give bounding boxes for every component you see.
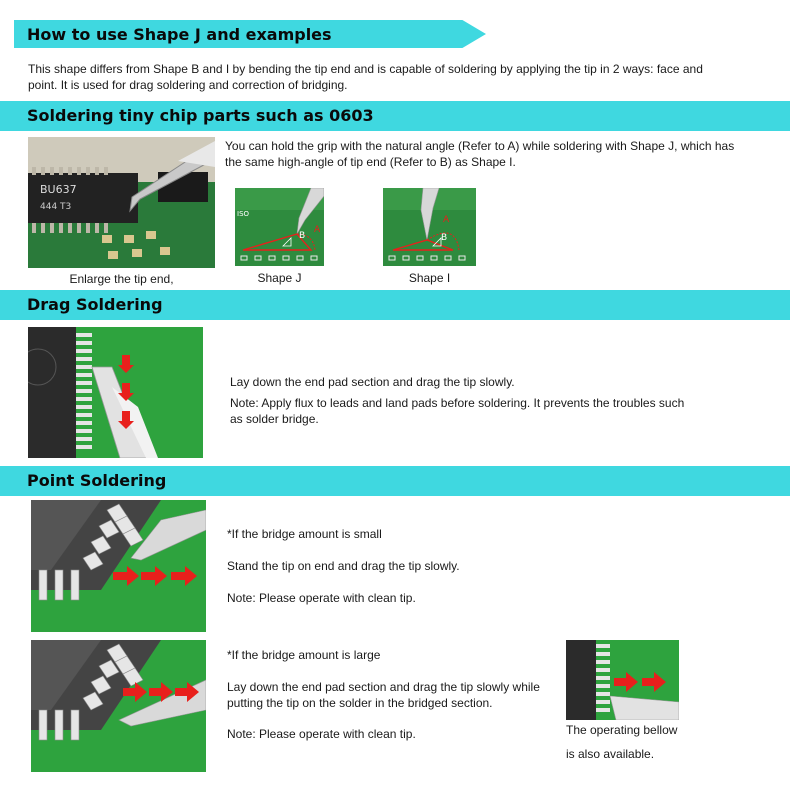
- shape-i-label-b: B: [441, 233, 447, 243]
- point-alternative-illustration: [566, 640, 679, 720]
- chip-label-1: BU637: [40, 183, 77, 196]
- shape-i-label-a: A: [443, 215, 450, 225]
- drag-soldering-illustration: [28, 327, 203, 458]
- chip-section-title: Soldering tiny chip parts such as 0603: [27, 106, 374, 125]
- shape-j-diagram: ISO A B: [235, 188, 324, 266]
- point-small-text: Stand the tip on end and drag the tip sl…: [227, 559, 460, 573]
- point-large-illustration: [31, 640, 206, 772]
- alt-caption-1: The operating bellow: [566, 723, 678, 737]
- shape-j-label-b: B: [299, 231, 305, 241]
- point-small-illustration: [31, 500, 206, 632]
- drag-section-banner: [0, 290, 790, 320]
- point-section-title: Point Soldering: [27, 471, 167, 490]
- point-large-text: Lay down the end pad section and drag th…: [227, 680, 540, 710]
- shape-j-brand: ISO: [237, 210, 250, 218]
- chip-soldering-photo: BU637 444 T3: [28, 137, 215, 268]
- point-small-heading: *If the bridge amount is small: [227, 527, 382, 541]
- point-section-banner: [0, 466, 790, 496]
- point-large-heading: *If the bridge amount is large: [227, 648, 381, 662]
- point-large-note: Note: Please operate with clean tip.: [227, 727, 416, 741]
- alt-caption-2: is also available.: [566, 747, 655, 761]
- intro-banner: [14, 20, 486, 48]
- caption-shape-j: Shape J: [257, 271, 302, 285]
- chip-section-text: You can hold the grip with the natural a…: [225, 139, 735, 169]
- chip-section-banner: [0, 101, 790, 131]
- intro-title: How to use Shape J and examples: [27, 25, 332, 44]
- chip-label-2: 444 T3: [40, 202, 71, 212]
- intro-text: This shape differs from Shape B and I by…: [28, 62, 703, 92]
- drag-line1: Lay down the end pad section and drag th…: [230, 375, 515, 389]
- drag-section-title: Drag Soldering: [27, 295, 163, 314]
- caption-enlarge: Enlarge the tip end,: [69, 272, 174, 286]
- caption-shape-i: Shape I: [408, 271, 451, 285]
- shape-j-label-a: A: [314, 225, 321, 235]
- point-small-note: Note: Please operate with clean tip.: [227, 591, 416, 605]
- drag-note: Note: Apply flux to leads and land pads …: [230, 396, 685, 426]
- shape-i-diagram: A B: [383, 188, 476, 266]
